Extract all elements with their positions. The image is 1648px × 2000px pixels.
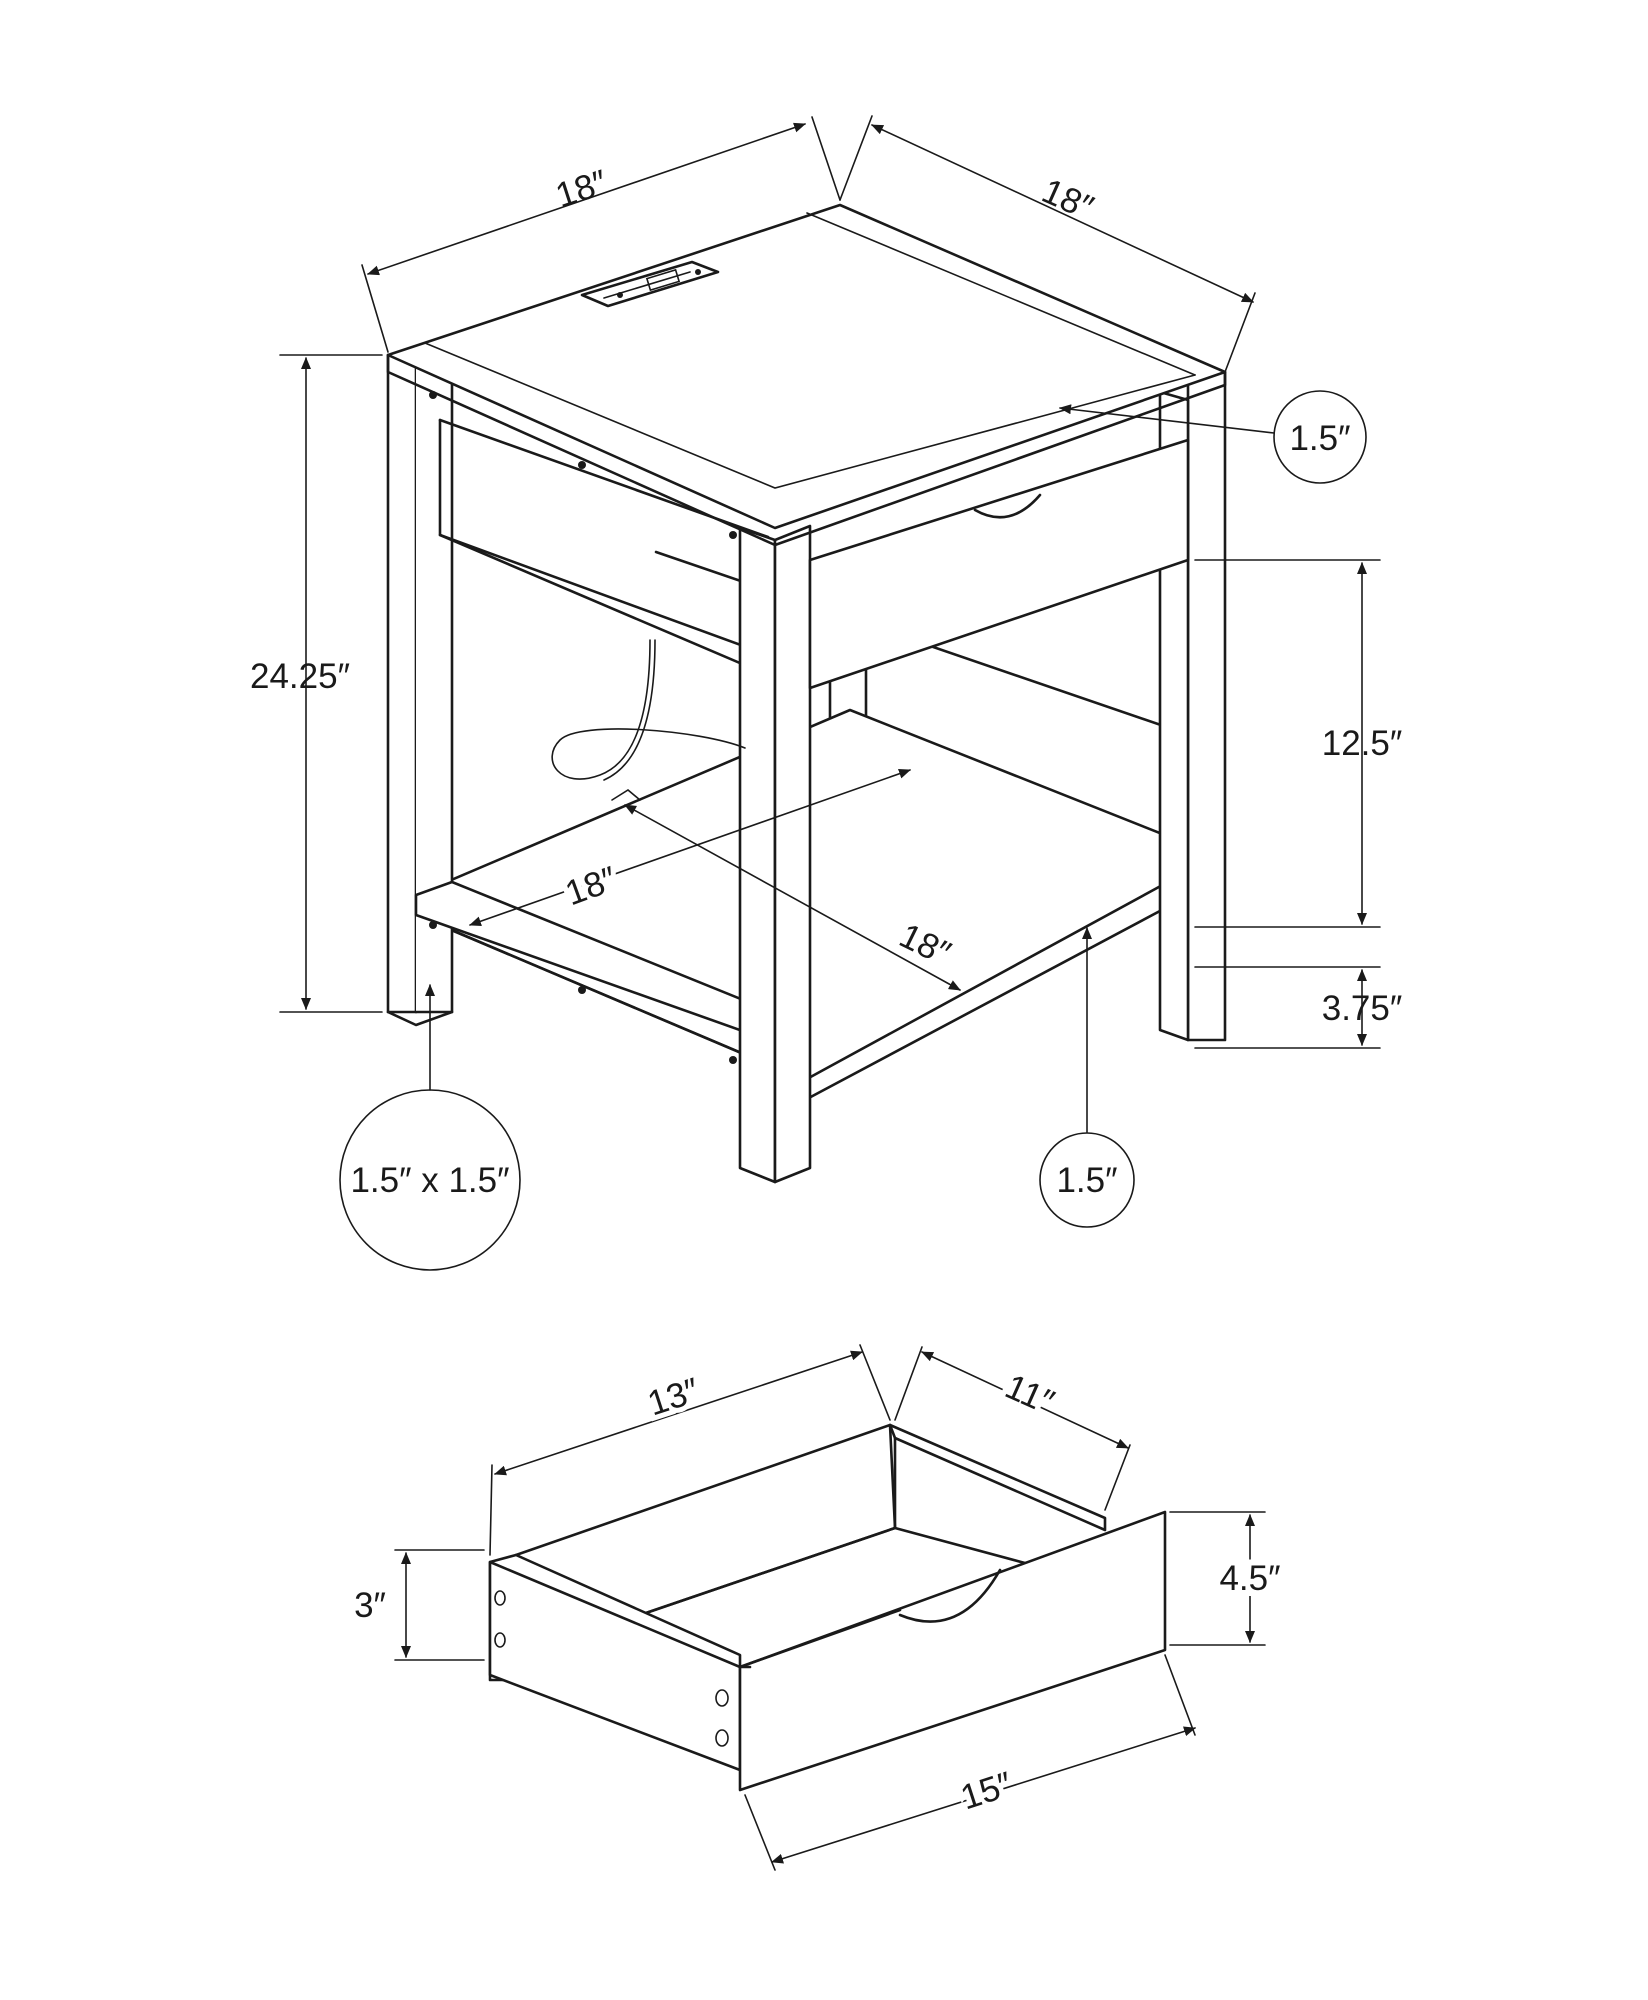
left-front-leg [386, 353, 454, 1027]
table-width-label: 18″ [551, 163, 612, 216]
table-height-label: 24.25″ [250, 657, 350, 696]
drawer-width-label: 13″ [643, 1371, 704, 1424]
drawer-drawing: 13″ 11″ 3″ 4.5″ 15″ [354, 1344, 1287, 1871]
table-drawer-front [808, 438, 1190, 690]
end-table-drawing: 18″ 18″ 24.25″ 1.5″ 12.5″ 3.75″ 18″ 18″ [250, 115, 1403, 1271]
drawer-side-height-label: 3″ [354, 1586, 386, 1625]
drawer-screw-holes [494, 1590, 729, 1747]
leg-size-label: 1.5″ x 1.5″ [350, 1161, 509, 1200]
drawer-front-width-label: 15″ [956, 1765, 1017, 1818]
drawer-opening-label: 12.5″ [1322, 724, 1403, 763]
top-thickness-label: 1.5″ [1289, 419, 1350, 458]
drawer-depth-label: 11″ [999, 1367, 1059, 1422]
leg-clearance-label: 3.75″ [1322, 989, 1403, 1028]
drawer-front-height-label: 4.5″ [1219, 1559, 1280, 1598]
right-front-leg [738, 524, 812, 1184]
shelf-thickness-label: 1.5″ [1056, 1161, 1117, 1200]
table-depth-label: 18″ [1036, 171, 1099, 228]
screw-holes [429, 391, 737, 1064]
